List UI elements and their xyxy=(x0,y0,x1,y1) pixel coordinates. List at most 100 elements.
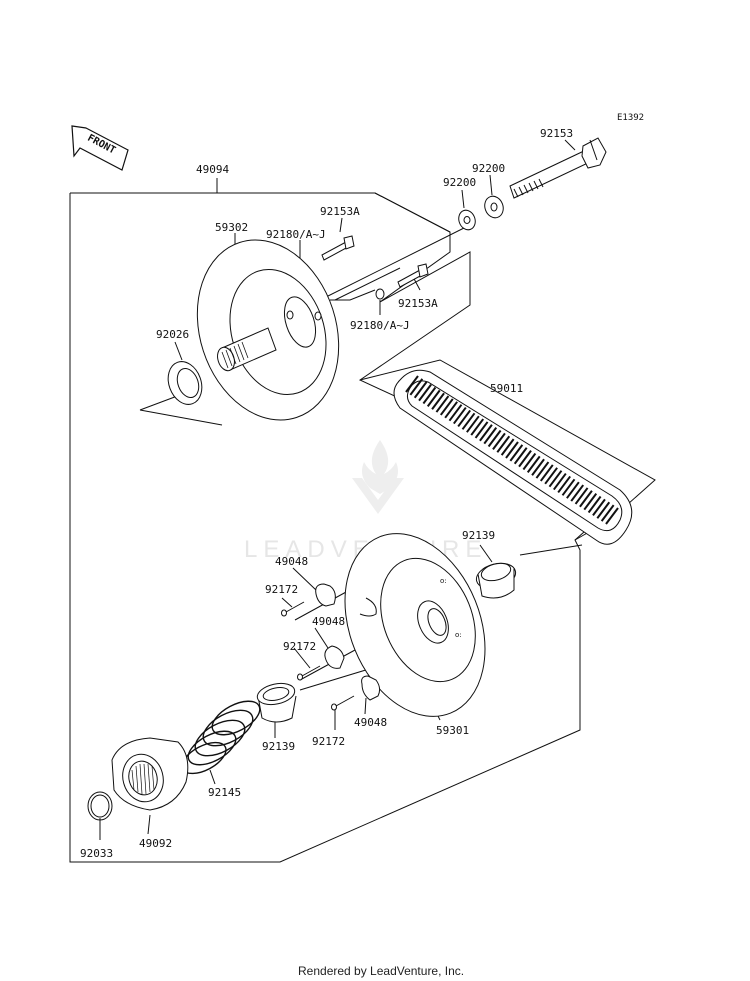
belt-tooth xyxy=(553,472,567,491)
bolt-92153 xyxy=(509,137,607,199)
belt-tooth xyxy=(587,495,602,514)
svg-text:o:: o: xyxy=(440,577,447,585)
belt-tooth xyxy=(583,493,598,511)
bolt-92153a-lower xyxy=(397,263,429,288)
belt-tooth xyxy=(474,421,489,439)
callout-92153[interactable]: 92153 xyxy=(540,127,573,140)
bolt-92153a-upper xyxy=(321,235,355,261)
callout-92200-a[interactable]: 92200 xyxy=(472,162,505,175)
callout-92172-b[interactable]: 92172 xyxy=(283,640,316,653)
belt-tooth xyxy=(566,481,580,499)
front-arrow-icon: FRONT xyxy=(71,125,129,171)
drive-sheave-59302 xyxy=(196,239,340,421)
belt-tooth xyxy=(444,401,458,419)
footer-credit: Rendered by LeadVenture, Inc. xyxy=(298,964,464,978)
weight-49048-a xyxy=(315,583,336,607)
belt-tooth xyxy=(466,415,480,433)
weight-49048-b xyxy=(324,645,345,669)
belt-tooth xyxy=(435,395,450,413)
outline-edge xyxy=(374,192,451,233)
belt-tooth xyxy=(479,424,493,442)
belt-tooth xyxy=(457,409,471,428)
belt-tooth xyxy=(592,498,606,516)
belt-tooth xyxy=(453,406,467,425)
belt-tooth xyxy=(544,467,558,485)
callout-92026[interactable]: 92026 xyxy=(156,328,189,341)
driven-sheave-59301: o: o: xyxy=(344,533,486,717)
belt-tooth xyxy=(413,381,428,399)
belt-tooth xyxy=(600,504,615,522)
belt-tooth xyxy=(513,447,528,465)
callout-49092[interactable]: 49092 xyxy=(139,837,172,850)
callout-92145[interactable]: 92145 xyxy=(208,786,241,799)
belt-tooth xyxy=(539,464,554,482)
callout-92153a-a[interactable]: 92153A xyxy=(320,205,360,218)
weight-49048-c xyxy=(361,675,381,701)
bushing-92139-a xyxy=(475,562,517,599)
belt-tooth xyxy=(418,384,432,402)
callout-92180-b[interactable]: 92180/A~J xyxy=(350,319,410,332)
cam-49092 xyxy=(111,737,189,811)
circlip-92033 xyxy=(87,791,113,821)
belt-tooth xyxy=(535,461,550,479)
belt-tooth xyxy=(496,435,511,453)
belt-tooth xyxy=(487,429,502,448)
belt-tooth xyxy=(409,378,424,396)
belt-tooth xyxy=(531,458,545,476)
washer-92200-a xyxy=(484,195,504,219)
belt-tooth xyxy=(505,441,519,459)
bushing-92139-b xyxy=(256,682,297,723)
belt-tooth xyxy=(439,398,454,416)
watermark-v-icon xyxy=(352,478,404,514)
spring-92145 xyxy=(181,700,261,775)
belt-tooth xyxy=(522,452,537,471)
callout-92139-b[interactable]: 92139 xyxy=(262,740,295,753)
callout-59011[interactable]: 59011 xyxy=(490,382,523,395)
drive-belt-59011 xyxy=(393,369,633,545)
belt-tooth xyxy=(500,438,515,456)
washer-92200-b xyxy=(458,209,476,231)
watermark-flame-icon xyxy=(362,440,398,494)
callout-49048-b[interactable]: 49048 xyxy=(312,615,345,628)
belt-tooth xyxy=(448,404,463,422)
screw-92172-c xyxy=(331,695,355,711)
reference-code: E1392 xyxy=(617,113,644,123)
belt-tooth xyxy=(431,392,445,410)
belt-tooth xyxy=(574,487,589,505)
belt-tooth xyxy=(561,478,576,496)
belt-tooth xyxy=(605,507,619,525)
callout-59302[interactable]: 59302 xyxy=(215,221,248,234)
belt-tooth xyxy=(509,444,524,462)
belt-tooth xyxy=(548,470,563,488)
callout-92180-a[interactable]: 92180/A~J xyxy=(266,228,326,241)
belt-tooth xyxy=(518,450,532,468)
belt-tooth xyxy=(570,484,585,502)
belt-tooth xyxy=(492,432,506,450)
belt-tooth xyxy=(483,427,498,445)
belt-tooth xyxy=(461,412,476,430)
svg-text:o:: o: xyxy=(455,631,462,639)
belt-tooth xyxy=(405,375,419,393)
belt-tooth xyxy=(579,490,593,508)
belt-tooth xyxy=(557,475,571,494)
callout-92172-c[interactable]: 92172 xyxy=(312,735,345,748)
callout-49048-a[interactable]: 49048 xyxy=(275,555,308,568)
watermark: LEADVENTURE xyxy=(244,440,481,563)
callout-92172-a[interactable]: 92172 xyxy=(265,583,298,596)
callouts: 49094 92153 92200 92200 92153A 59302 921… xyxy=(80,127,573,860)
callout-92139-a[interactable]: 92139 xyxy=(462,529,495,542)
screw-92172-a xyxy=(281,601,305,617)
screw-92172-b xyxy=(297,665,321,681)
callout-92153a-b[interactable]: 92153A xyxy=(398,297,438,310)
washer-92026 xyxy=(167,361,203,405)
callout-49048-c[interactable]: 49048 xyxy=(354,716,387,729)
callout-49094[interactable]: 49094 xyxy=(196,163,229,176)
callout-59301[interactable]: 59301 xyxy=(436,724,469,737)
washer-92180-lower xyxy=(375,288,385,300)
callout-92033[interactable]: 92033 xyxy=(80,847,113,860)
belt-tooth xyxy=(526,455,541,473)
belt-tooth xyxy=(596,501,611,519)
belt-tooth xyxy=(422,386,437,405)
callout-92200-b[interactable]: 92200 xyxy=(443,176,476,189)
